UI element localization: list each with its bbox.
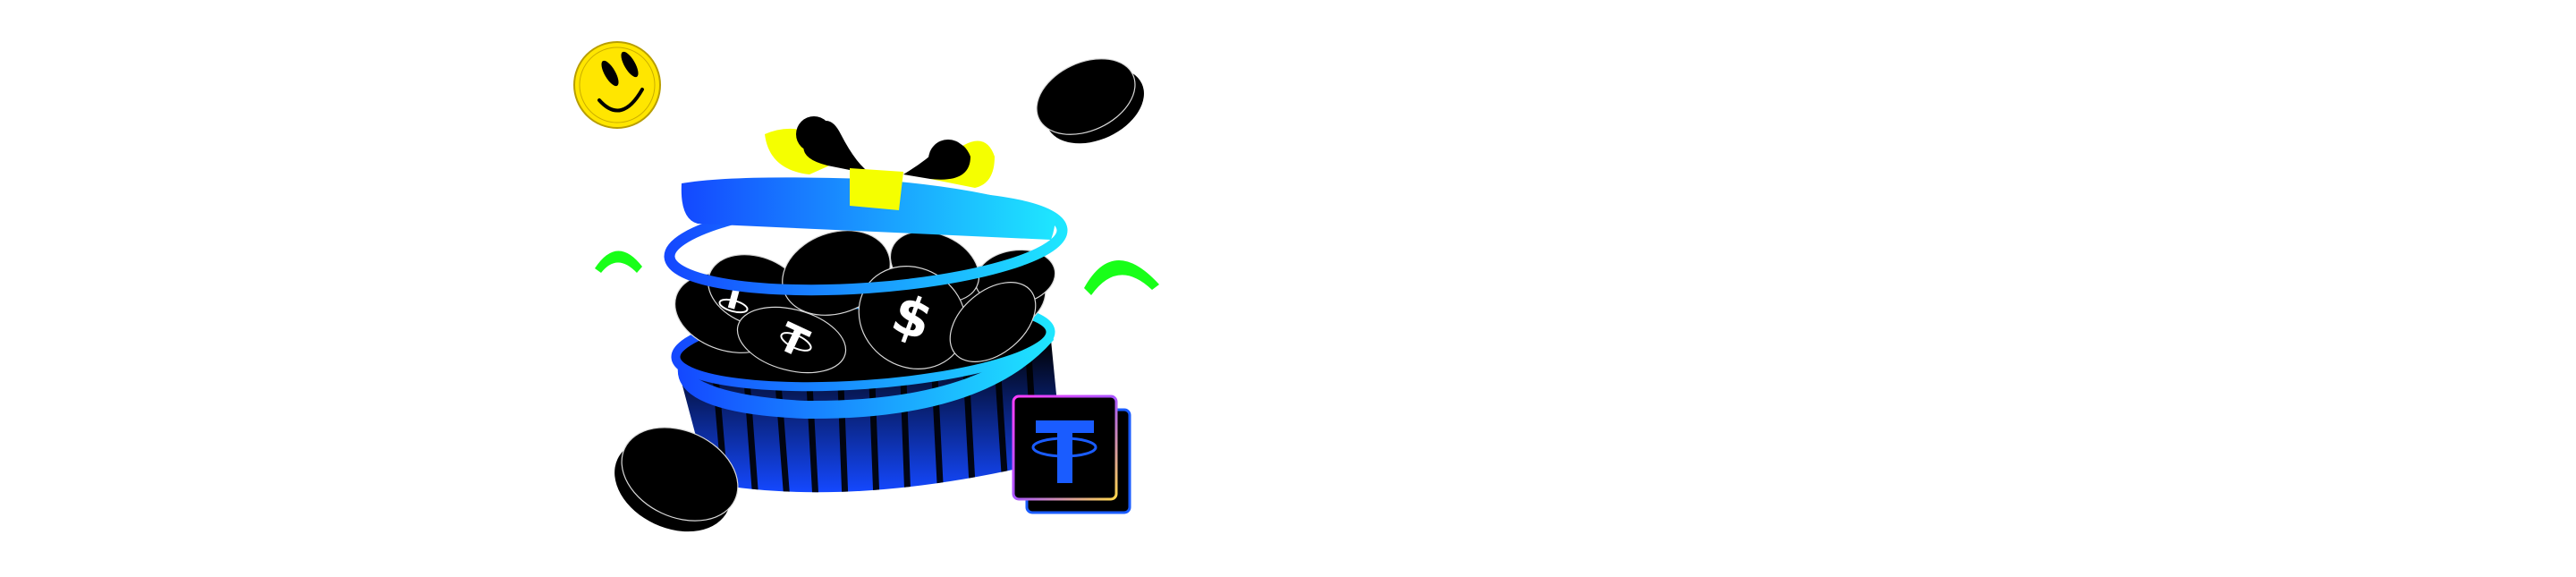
gift-box-icon: $ T T bbox=[664, 168, 1068, 493]
coin-icon bbox=[1036, 58, 1144, 144]
tether-icon bbox=[1012, 395, 1131, 514]
smiley-icon bbox=[573, 41, 661, 129]
confetti-icon bbox=[595, 250, 1159, 295]
ribbon-bow-icon bbox=[765, 116, 995, 188]
coin-icon bbox=[614, 427, 739, 532]
